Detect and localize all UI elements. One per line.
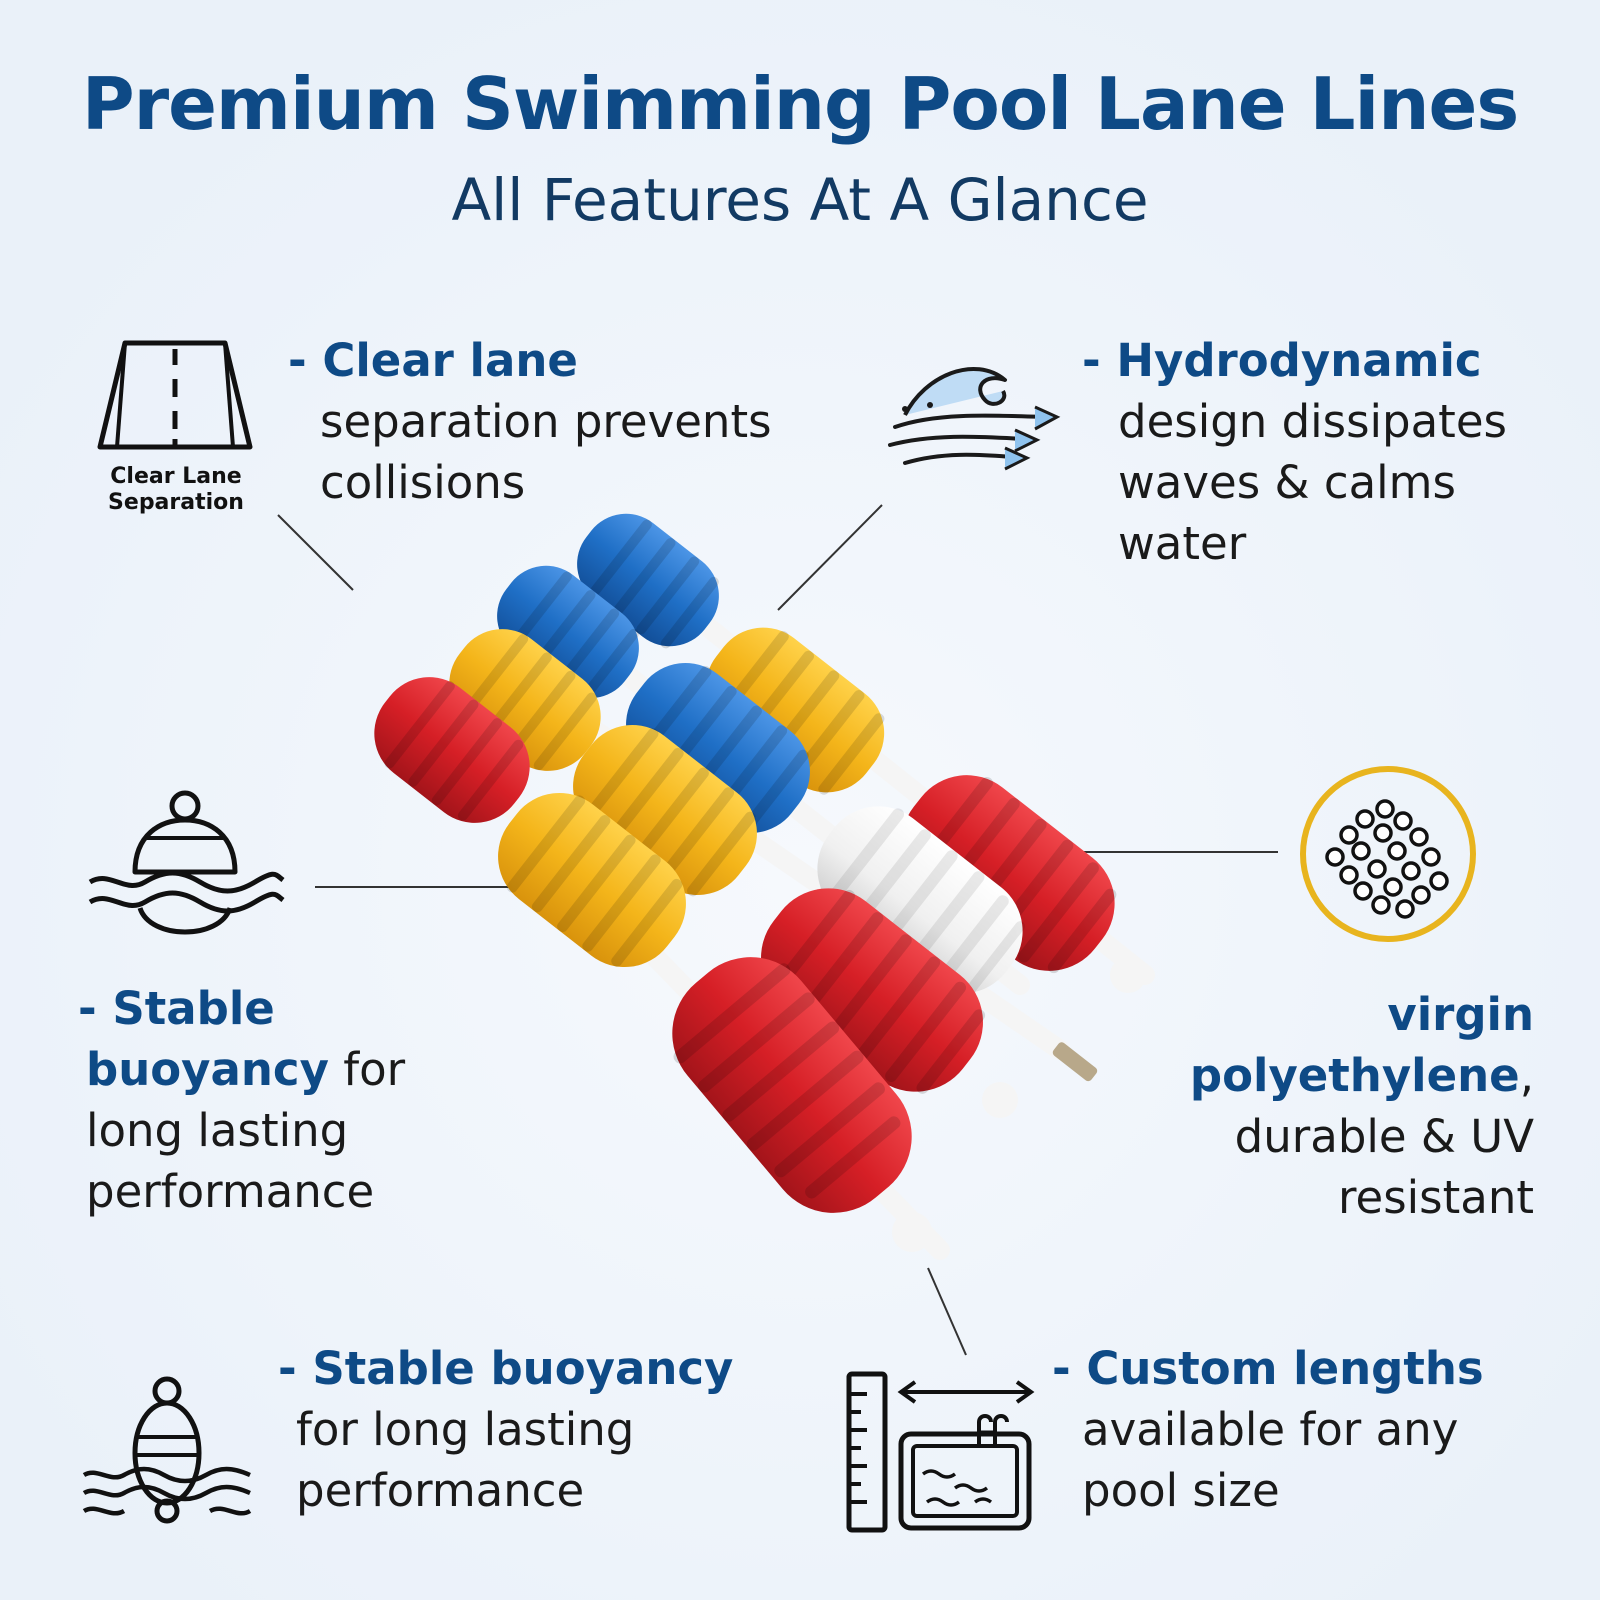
- float-row-3: [497, 565, 1098, 1082]
- page-subtitle: All Features At A Glance: [451, 166, 1149, 234]
- float-row-4: [577, 513, 1146, 993]
- feature-material-line1: durable & UV: [1234, 1110, 1534, 1163]
- page-title: Premium Swimming Pool Lane Lines: [81, 62, 1519, 146]
- float-row-1: [374, 677, 932, 1252]
- feature-stable-left-line1: long lasting: [86, 1104, 349, 1157]
- feature-hydrodynamic-heading: - Hydrodynamic: [1082, 334, 1482, 387]
- pool-ruler-icon: [846, 1371, 1035, 1533]
- float-buoy-icon: [82, 1376, 252, 1524]
- connector-hydrodynamic: [777, 504, 883, 611]
- road-lane-icon: [97, 340, 253, 450]
- feature-material-heading2-rest: ,: [1519, 1049, 1534, 1102]
- feature-stable-left-heading2: buoyancy: [86, 1043, 329, 1096]
- feature-clear-lane-heading: - Clear lane: [288, 334, 578, 387]
- feature-stable-left: - Stable buoyancy for long lasting perfo…: [78, 978, 405, 1222]
- feature-stable-left-heading: - Stable: [78, 982, 275, 1035]
- feature-clear-lane-line1: separation prevents: [320, 395, 772, 448]
- feature-hydrodynamic-line1: design dissipates: [1118, 395, 1507, 448]
- icon-caption-clear-lane: Clear Lane Separation: [108, 464, 244, 515]
- feature-custom-lengths-line1: available for any: [1082, 1403, 1459, 1456]
- feature-custom-lengths: - Custom lengths available for any pool …: [1052, 1338, 1484, 1521]
- feature-material-line2: resistant: [1338, 1171, 1534, 1224]
- feature-stable-left-heading2-rest: for: [328, 1043, 406, 1096]
- feature-hydrodynamic-line2: waves & calms: [1118, 456, 1456, 509]
- feature-material: virgin polyethylene, durable & UV resist…: [1190, 984, 1534, 1228]
- feature-custom-lengths-line2: pool size: [1082, 1464, 1280, 1517]
- feature-stable-bottom-heading: - Stable buoyancy: [278, 1342, 734, 1395]
- wave-icon: [888, 367, 1061, 471]
- feature-stable-bottom: - Stable buoyancy for long lasting perfo…: [278, 1338, 733, 1521]
- connector-custom-lengths: [927, 1267, 967, 1356]
- feature-clear-lane: - Clear lane separation prevents collisi…: [288, 330, 772, 513]
- feature-stable-left-line2: performance: [86, 1165, 375, 1218]
- connector-clear-lane: [277, 514, 354, 591]
- feature-stable-bottom-line1: for long lasting: [296, 1403, 635, 1456]
- buoy-icon: [88, 790, 285, 935]
- feature-hydrodynamic-line3: water: [1118, 517, 1247, 570]
- feature-stable-bottom-line2: performance: [296, 1464, 585, 1517]
- feature-clear-lane-line2: collisions: [320, 456, 526, 509]
- feature-custom-lengths-heading: - Custom lengths: [1052, 1342, 1484, 1395]
- feature-material-heading1: virgin: [1387, 988, 1534, 1041]
- feature-hydrodynamic: - Hydrodynamic design dissipates waves &…: [1082, 330, 1507, 574]
- feature-material-heading2: polyethylene: [1189, 1049, 1520, 1102]
- pellets-icon: [1300, 766, 1476, 942]
